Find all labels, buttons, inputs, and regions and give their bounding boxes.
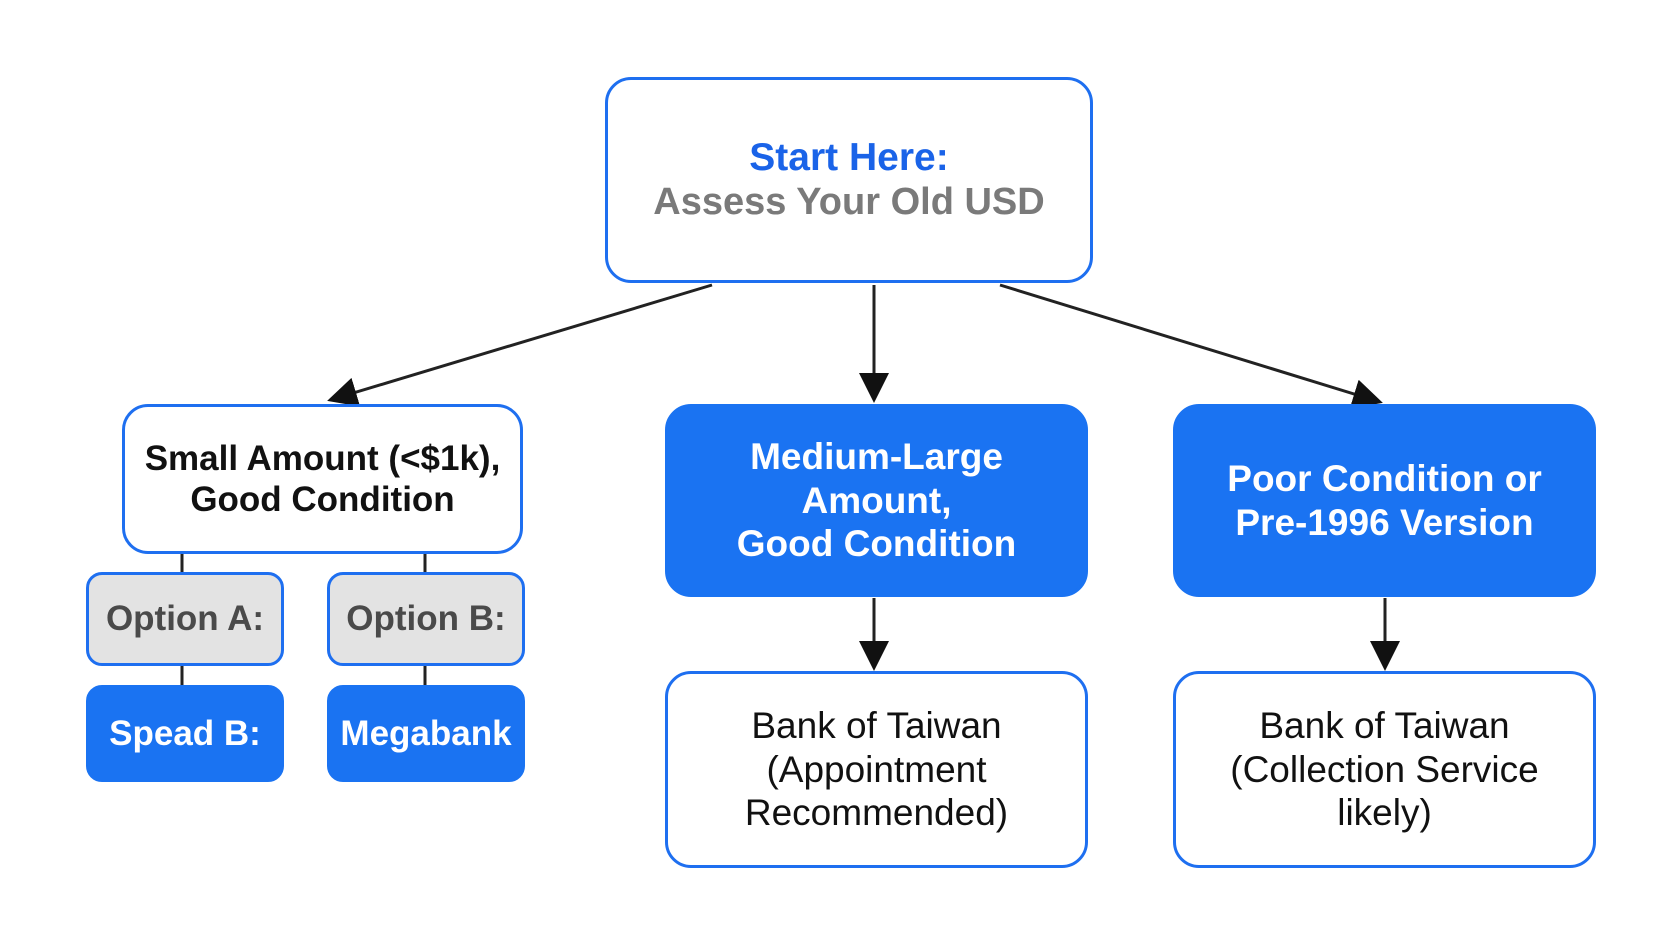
start-node: Start Here: Assess Your Old USD (605, 77, 1093, 283)
result-a-label: Spead B: (109, 713, 261, 753)
start-node-subtitle: Assess Your Old USD (653, 180, 1045, 223)
poor-condition-line-1: Poor Condition or (1227, 457, 1542, 499)
medium-result-line-3: Recommended) (744, 792, 1009, 834)
result-a-node: Spead B: (86, 685, 284, 782)
arrow-start-to-small (327, 283, 713, 407)
medium-result-node: Bank of Taiwan (Appointment Recommended) (665, 671, 1088, 868)
poor-result-line-2: (Collection Service (1230, 748, 1539, 790)
option-a-node: Option A: (86, 572, 284, 666)
medium-result-line-2: (Appointment (766, 748, 987, 790)
start-node-title: Start Here: (749, 135, 949, 179)
small-amount-line-1: Small Amount (<$1k), (144, 438, 501, 478)
option-a-label: Option A: (105, 599, 265, 639)
medium-result-line-1: Bank of Taiwan (751, 705, 1002, 747)
poor-condition-line-2: Pre-1996 Version (1235, 501, 1534, 543)
result-b-label: Megabank (340, 713, 512, 753)
arrow-start-to-poor (999, 283, 1383, 409)
poor-result-node: Bank of Taiwan (Collection Service likel… (1173, 671, 1596, 868)
option-b-label: Option B: (346, 599, 506, 639)
small-amount-node: Small Amount (<$1k), Good Condition (122, 404, 523, 554)
result-b-node: Megabank (327, 685, 525, 782)
poor-result-line-1: Bank of Taiwan (1259, 705, 1510, 747)
small-amount-line-2: Good Condition (190, 480, 455, 519)
medium-large-line-2: Amount, (801, 479, 952, 521)
poor-result-line-3: likely) (1337, 792, 1432, 834)
medium-large-node: Medium-Large Amount, Good Condition (665, 404, 1088, 597)
poor-condition-node: Poor Condition or Pre-1996 Version (1173, 404, 1596, 597)
medium-large-line-3: Good Condition (736, 523, 1017, 565)
option-b-node: Option B: (327, 572, 525, 666)
medium-large-line-1: Medium-Large (750, 436, 1003, 478)
